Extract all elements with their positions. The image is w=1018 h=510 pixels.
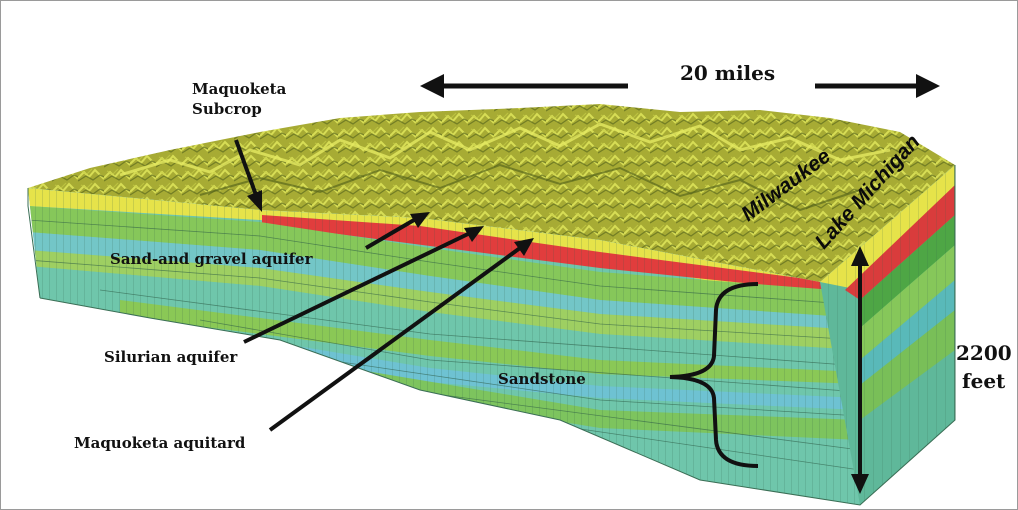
subcrop-label-line1: Maquoketa [192,80,287,98]
subcrop-label-line2: Subcrop [192,100,262,118]
terrain-ridges [119,122,891,177]
width-scale-arrow [420,74,940,98]
sandstone-label: Sandstone [498,370,586,388]
sand-gravel-arrow [364,212,430,250]
depth-scale-arrow [851,246,869,494]
aquitard-label: Maquoketa aquitard [74,434,246,452]
terrain-surface [28,104,955,282]
depth-unit-label: feet [962,369,1006,393]
silurian-label: Silurian aquifer [104,348,238,366]
sand-gravel-label: Sand-and gravel aquifer [110,250,314,268]
depth-value-label: 2200 [956,341,1012,365]
subcrop-arrow [234,139,262,212]
silurian-arrow [243,226,484,344]
scale-width-label: 20 miles [680,61,775,85]
sandstone-brace [669,282,759,468]
aquitard-arrow [268,238,534,432]
